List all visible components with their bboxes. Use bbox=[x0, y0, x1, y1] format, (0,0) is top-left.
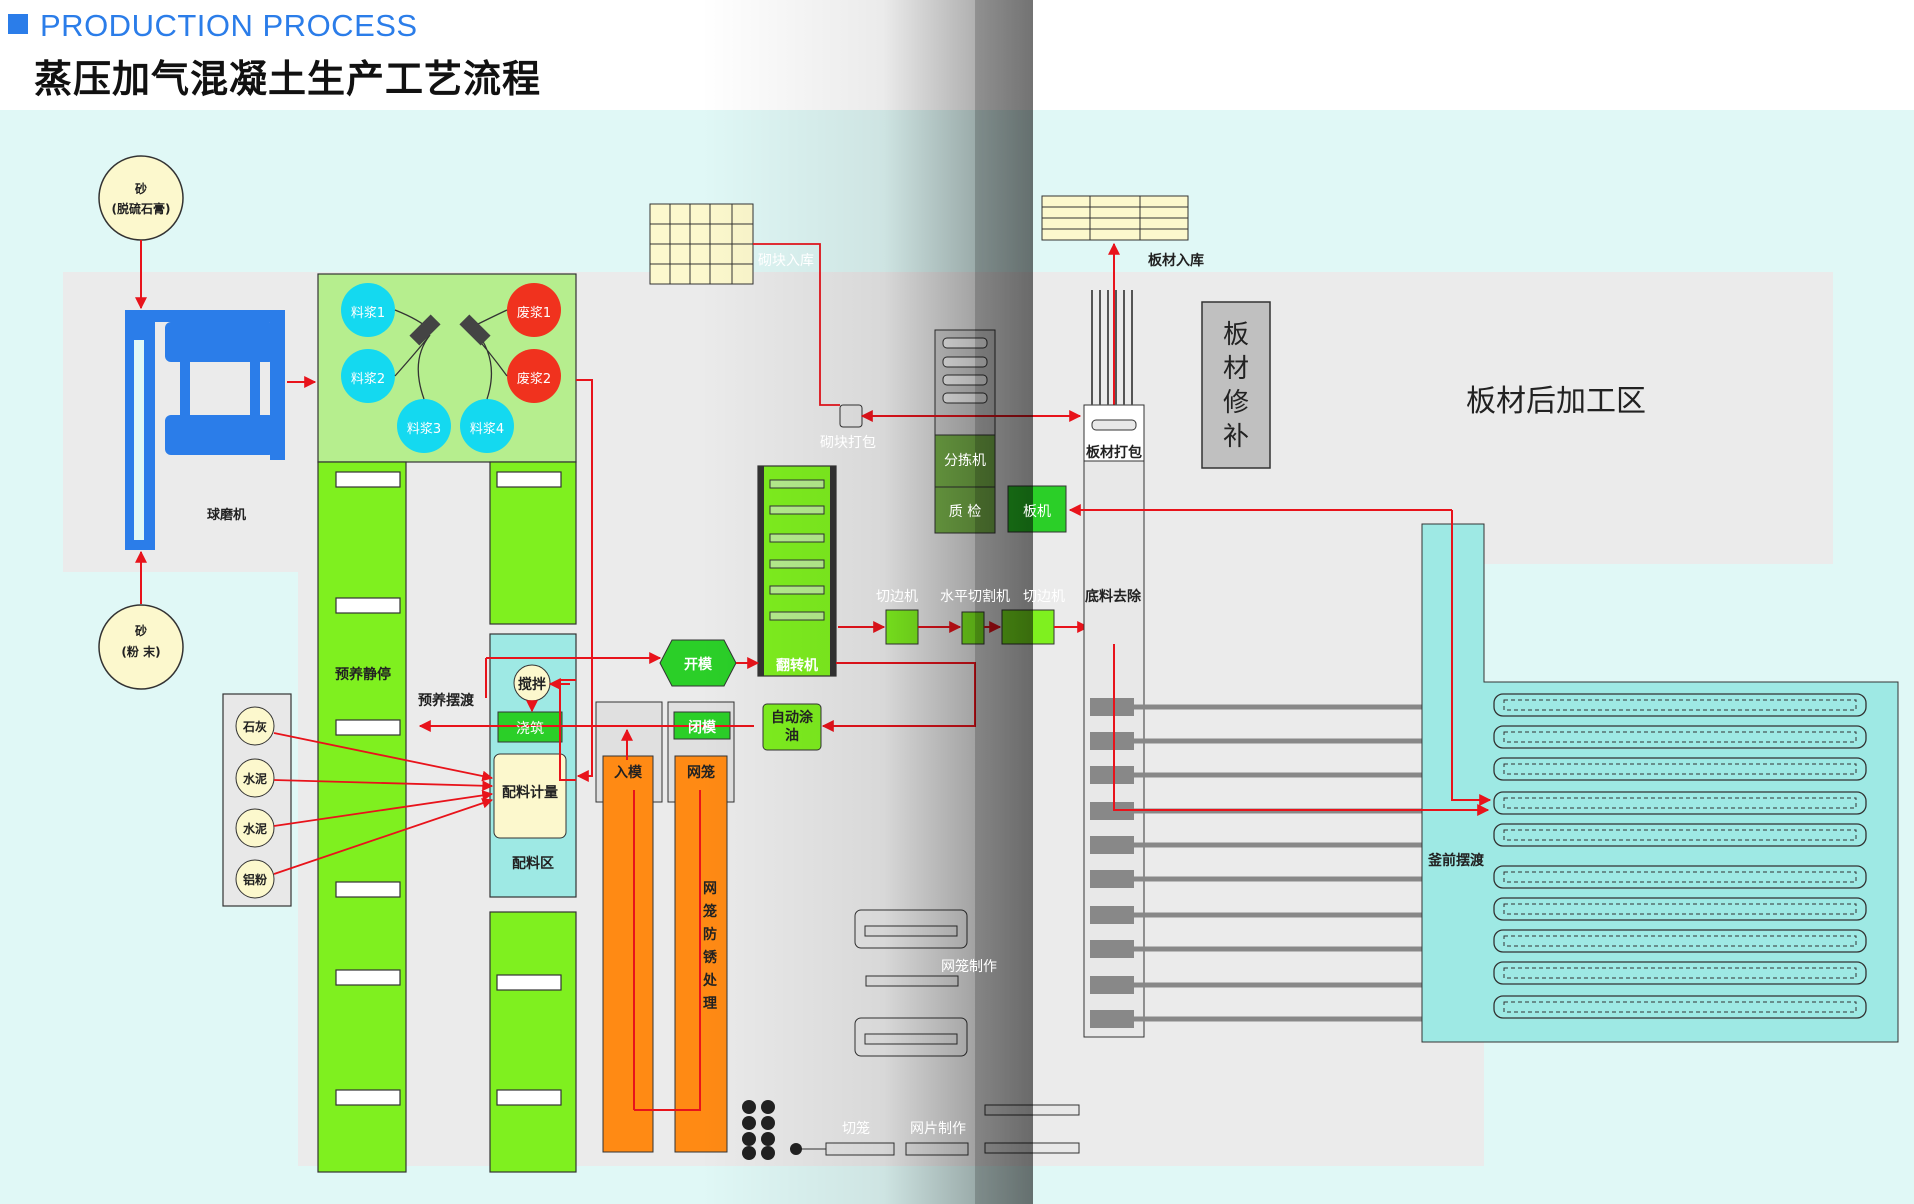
block-storage-label: 砌块入库 bbox=[758, 253, 814, 269]
slurry4-node bbox=[460, 399, 514, 453]
pre-curing-label: 预养静停 bbox=[335, 667, 391, 683]
mold-open-label: 开模 bbox=[684, 657, 712, 673]
slurry4-label: 料浆4 bbox=[469, 422, 505, 437]
batching-area-label: 配料区 bbox=[512, 856, 554, 872]
sorter-label: 分拣机 bbox=[944, 453, 986, 469]
slurry1-node bbox=[341, 283, 395, 337]
sand-gypsum-label-2: (脱硫石膏) bbox=[111, 202, 171, 216]
ball-mill-icon bbox=[125, 310, 285, 550]
edge-cut-1-label: 切边机 bbox=[876, 589, 918, 605]
slurry3-node bbox=[397, 399, 451, 453]
sand-powder-label-1: 砂 bbox=[134, 624, 147, 638]
qc-label: 质 检 bbox=[948, 504, 982, 520]
header-title-cn: 蒸压加气混凝土生产工艺流程 bbox=[34, 57, 542, 101]
cage-cut-label: 切笼 bbox=[842, 1121, 870, 1137]
batching-metering-label: 配料计量 bbox=[502, 785, 558, 801]
slurry1-label: 料浆1 bbox=[350, 306, 386, 321]
ball-mill-label: 球磨机 bbox=[207, 508, 247, 523]
cage-make-label: 网笼制作 bbox=[941, 959, 997, 975]
auto-oil-label: 自动涂油 bbox=[771, 710, 813, 744]
slurry3-label: 料浆3 bbox=[406, 422, 442, 437]
sand-gypsum-label-1: 砂 bbox=[134, 182, 147, 196]
cage-rust-label: 网笼防锈处理 bbox=[703, 881, 717, 1012]
sand-powder-label-2: (粉 末) bbox=[121, 645, 161, 659]
waste2-node bbox=[507, 349, 561, 403]
header-title-en: PRODUCTION PROCESS bbox=[40, 8, 418, 43]
batching-metering-box bbox=[493, 753, 567, 839]
waste1-node bbox=[507, 283, 561, 337]
autoclave-ferry-label: 釜前摆渡 bbox=[1428, 853, 1484, 869]
sand-powder-node bbox=[98, 604, 184, 690]
slurry2-node bbox=[341, 349, 395, 403]
block-pack-label: 砌块打包 bbox=[820, 435, 876, 451]
mold-in-label: 入模 bbox=[614, 765, 642, 781]
cage-label: 网笼 bbox=[687, 765, 715, 781]
mixing-label: 搅拌 bbox=[518, 677, 546, 693]
pre-curing-ferry-label: 预养摆渡 bbox=[418, 693, 474, 709]
panel-post-area-label: 板材后加工区 bbox=[1466, 384, 1646, 419]
panel-pack-label: 板材打包 bbox=[1086, 445, 1142, 461]
panel-storage-label: 板材入库 bbox=[1148, 253, 1204, 269]
mold-close-label: 闭模 bbox=[688, 720, 716, 736]
panel-repair-box bbox=[1201, 301, 1271, 469]
header-square-icon bbox=[8, 14, 28, 34]
al-powder-label: 铝粉 bbox=[242, 873, 267, 887]
tilter-label: 翻转机 bbox=[776, 658, 818, 674]
panel-repair-label: 板材修补 bbox=[1222, 320, 1249, 452]
lime-label: 石灰 bbox=[242, 720, 267, 734]
slurry2-label: 料浆2 bbox=[350, 372, 386, 387]
cement1-label: 水泥 bbox=[242, 772, 267, 786]
mold-in-column bbox=[602, 755, 654, 1153]
panel-storage-grid bbox=[1041, 195, 1189, 241]
waste2-label: 废浆2 bbox=[516, 372, 552, 387]
bottom-remove-label: 底料去除 bbox=[1085, 589, 1141, 605]
waste1-label: 废浆1 bbox=[516, 306, 552, 321]
panel-machine-label: 板机 bbox=[1023, 504, 1051, 520]
cement2-label: 水泥 bbox=[242, 822, 267, 836]
mesh-make-label: 网片制作 bbox=[910, 1121, 966, 1137]
shade-band bbox=[700, 0, 1033, 1204]
panel-pack-node bbox=[1083, 404, 1145, 462]
pouring-label: 浇筑 bbox=[516, 721, 544, 737]
edge-cut-2-label: 切边机 bbox=[1023, 589, 1065, 605]
sand-gypsum-node bbox=[98, 155, 184, 241]
horizontal-cut-label: 水平切割机 bbox=[940, 589, 1010, 605]
